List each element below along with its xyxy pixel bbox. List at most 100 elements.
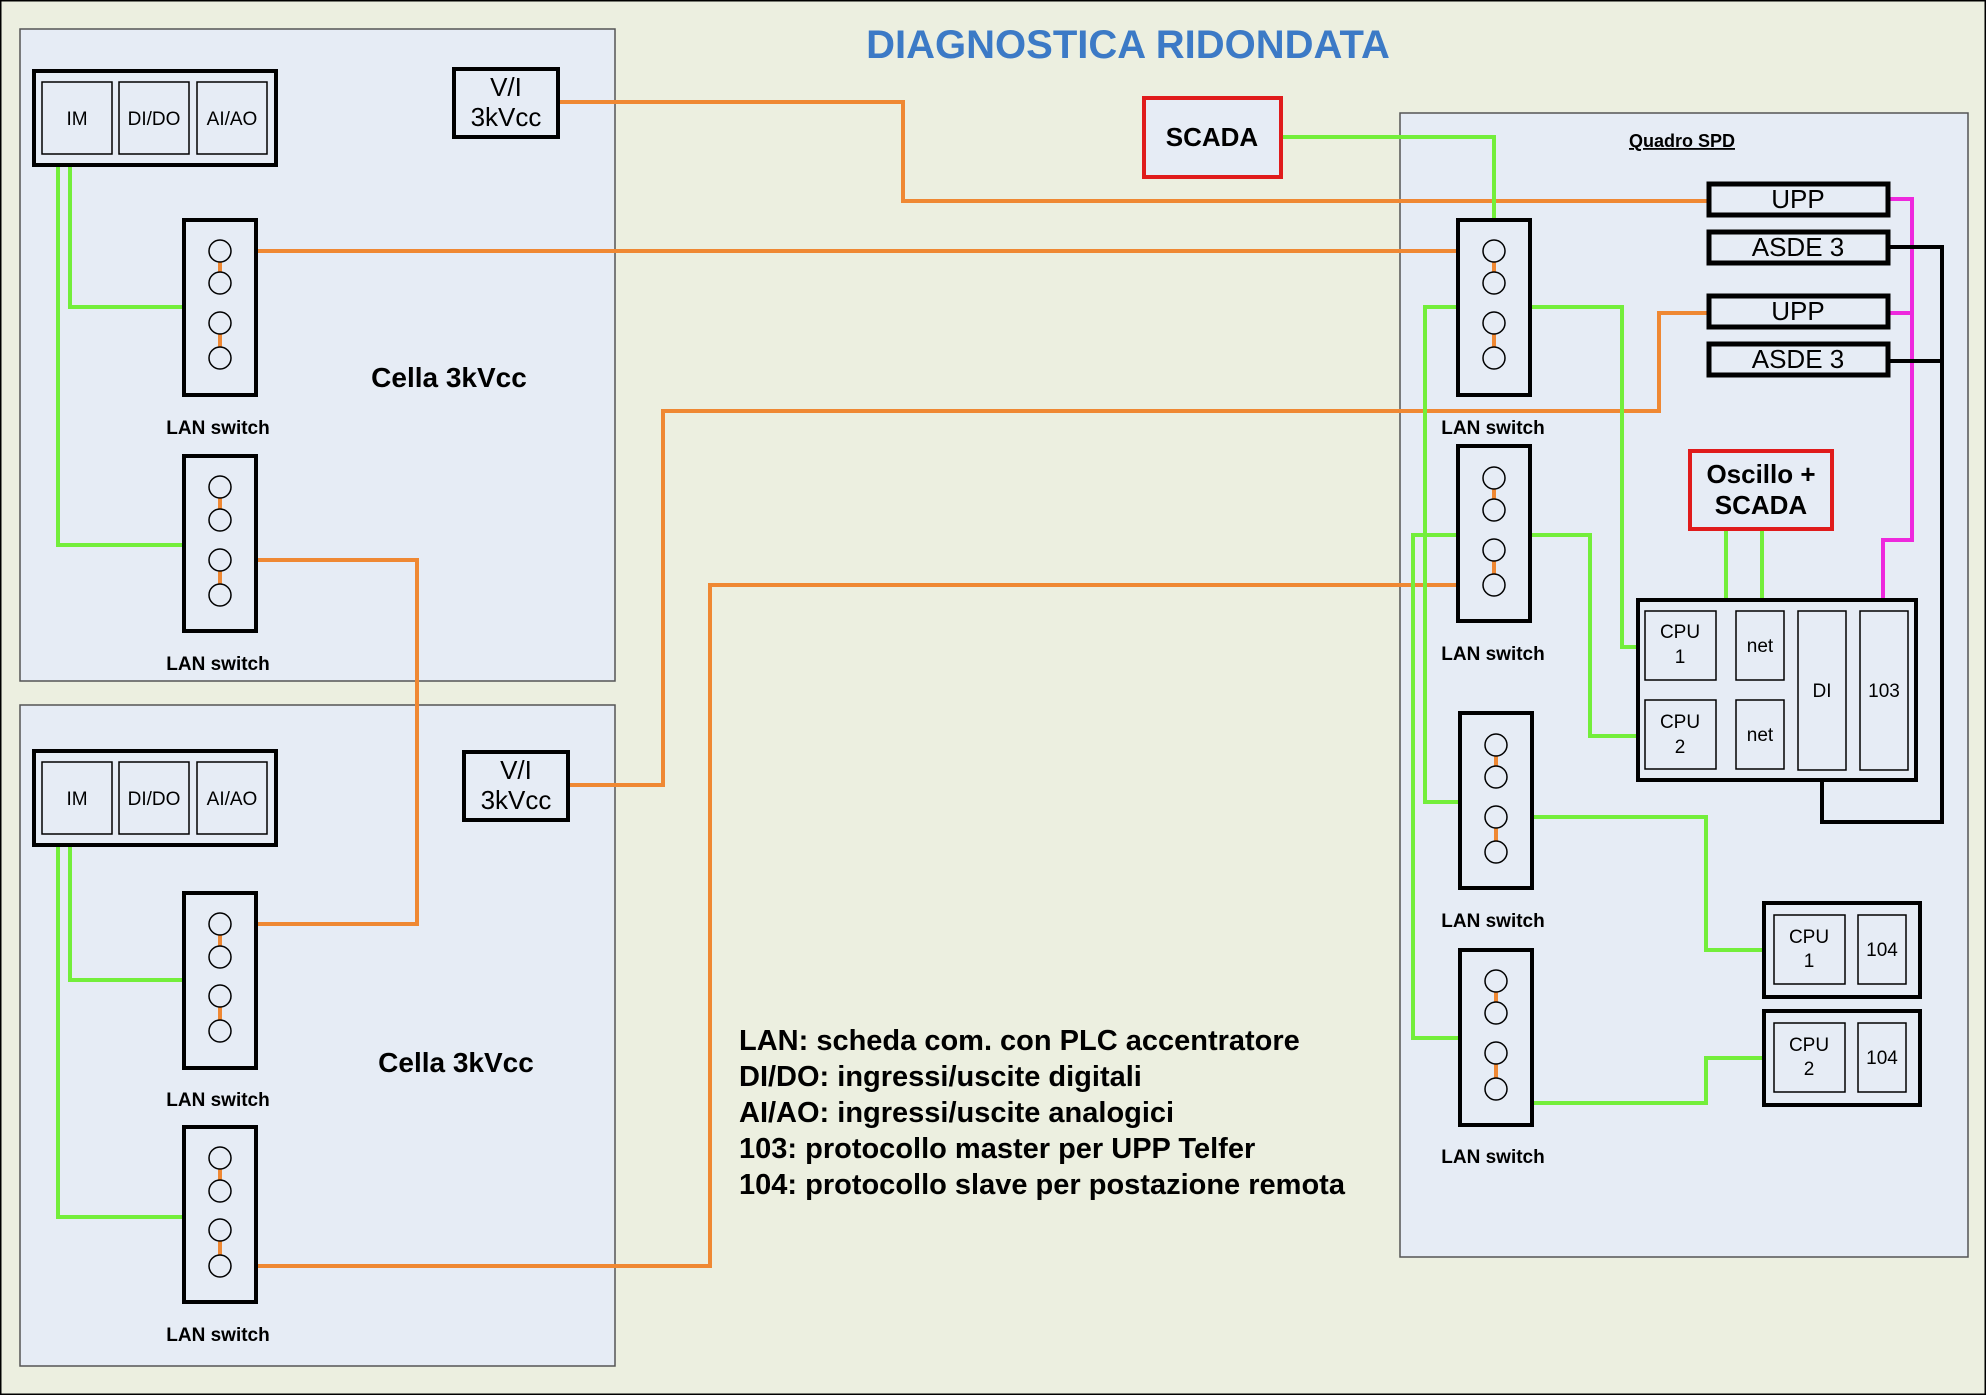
controller-rack: CPU 1 CPU 2 net net DI 103	[1636, 598, 1918, 782]
upp-2-label: UPP	[1771, 296, 1824, 326]
cpu2-module	[1644, 699, 1717, 770]
asde-box-1: ASDE 3	[1706, 229, 1891, 266]
remote-rack-1: CPU 1 104	[1762, 901, 1922, 999]
vi-box-top-line1: V/I	[490, 72, 522, 102]
legend-line-1: LAN: scheda com. con PLC accentratore	[739, 1025, 1300, 1057]
oscillo-line1: Oscillo +	[1706, 459, 1815, 489]
scada-label: SCADA	[1166, 122, 1259, 152]
di-module	[1797, 610, 1847, 771]
legend-line-5: 104: protocollo slave per postazione rem…	[739, 1169, 1346, 1201]
vi-box-bottom-line1: V/I	[500, 755, 532, 785]
module-im-label: IM	[66, 789, 87, 810]
legend: LAN: scheda com. con PLC accentratore DI…	[739, 1025, 1346, 1201]
wire-switch-top2-to-bottom1	[232, 558, 419, 926]
wire-switch4-to-cpu2b	[1532, 1056, 1772, 1105]
cpu1-line2: 1	[1675, 647, 1686, 668]
wire-im-bottom-a	[68, 836, 184, 982]
module-dido	[118, 761, 190, 835]
lan-switch-bottom-1	[182, 891, 258, 1070]
module-dido-label: DI/DO	[128, 789, 181, 810]
lan-switch-bottom-1-label: LAN switch	[166, 1090, 269, 1111]
legend-line-4: 103: protocollo master per UPP Telfer	[739, 1133, 1255, 1165]
upp-box-2: UPP	[1706, 293, 1891, 330]
module-rack-bottom: IM DI/DO AI/AO	[32, 749, 278, 847]
green-wires	[56, 135, 1772, 1219]
oscillo-scada-box: Oscillo + SCADA	[1688, 449, 1834, 531]
remote2-cpu-line2: 2	[1804, 1059, 1815, 1080]
magenta-wires	[1881, 197, 1914, 612]
black-wires	[1820, 245, 1944, 824]
module-im	[41, 761, 113, 835]
asde-box-2: ASDE 3	[1706, 341, 1891, 378]
quadro-label: Quadro SPD	[1629, 131, 1735, 151]
module-aiao-label: AI/AO	[207, 789, 258, 810]
module-aiao	[196, 761, 268, 835]
wire-switch3-to-cpu1b	[1532, 815, 1772, 952]
cell-bottom-label: Cella 3kVcc	[378, 1047, 534, 1078]
wire-upp1-to-103	[1881, 197, 1914, 612]
orange-wires	[232, 100, 1711, 1268]
remote1-cpu-line1: CPU	[1789, 927, 1829, 948]
remote2-104-label: 104	[1866, 1048, 1898, 1069]
wire-ring-b	[1411, 533, 1466, 1040]
module-aiao	[196, 81, 268, 155]
net2-module	[1735, 699, 1785, 770]
module-aiao-label: AI/AO	[207, 109, 258, 130]
cpu1-line1: CPU	[1660, 622, 1700, 643]
wire-vi-top-to-upp1	[557, 100, 1711, 203]
wire-vi-bottom-to-upp2	[567, 311, 1711, 787]
module-dido-label: DI/DO	[128, 109, 181, 130]
wire-scada-to-switch	[1281, 135, 1496, 222]
module-rack-top: IM DI/DO AI/AO	[32, 69, 278, 167]
wire-im-top-a	[68, 155, 184, 309]
lan-switch-bottom-2	[182, 1125, 258, 1304]
lan-switch-quadro-1-label: LAN switch	[1441, 418, 1544, 439]
di-label: DI	[1813, 681, 1832, 702]
vi-box-top: V/I 3kVcc	[452, 67, 560, 139]
module-im-label: IM	[66, 109, 87, 130]
remote1-104-label: 104	[1866, 940, 1898, 961]
wire-im-top-b	[56, 155, 184, 547]
cpu2-line2: 2	[1675, 737, 1686, 758]
legend-line-2: DI/DO: ingressi/uscite digitali	[739, 1061, 1142, 1093]
scada-box: SCADA	[1142, 96, 1283, 179]
net2-label: net	[1747, 725, 1774, 746]
lan-switch-quadro-1	[1456, 218, 1532, 397]
lan-switch-top-1-label: LAN switch	[166, 418, 269, 439]
lan-switch-quadro-2	[1456, 444, 1532, 623]
lan-switch-quadro-2-label: LAN switch	[1441, 644, 1544, 665]
cell-top-label: Cella 3kVcc	[371, 362, 527, 393]
wire-switch2-to-cpu2	[1532, 533, 1646, 738]
oscillo-line2: SCADA	[1715, 490, 1808, 520]
upp-box-1: UPP	[1706, 181, 1891, 218]
cpu2-line1: CPU	[1660, 712, 1700, 733]
wire-switch1-to-cpu1	[1532, 305, 1646, 649]
wire-im-bottom-b	[56, 836, 184, 1219]
vi-box-top-line2: 3kVcc	[471, 102, 542, 132]
cpu1-module	[1644, 610, 1717, 681]
module-im	[41, 81, 113, 155]
lan-switch-bottom-2-label: LAN switch	[166, 1325, 269, 1346]
remote1-cpu-line2: 1	[1804, 951, 1815, 972]
legend-line-3: AI/AO: ingressi/uscite analogici	[739, 1097, 1174, 1129]
asde-2-label: ASDE 3	[1752, 344, 1845, 374]
wire-ring-a	[1423, 305, 1484, 804]
lan-switch-top-2	[182, 454, 258, 633]
wire-switch-bottom2-to-quadro	[232, 583, 1480, 1268]
lan-switch-quadro-4	[1458, 948, 1534, 1127]
asde-1-label: ASDE 3	[1752, 232, 1845, 262]
remote-rack-2: CPU 2 104	[1762, 1009, 1922, 1107]
wire-asde1-to-di	[1820, 245, 1944, 824]
net1-module	[1735, 610, 1785, 681]
p103-label: 103	[1868, 681, 1900, 702]
net1-label: net	[1747, 636, 1774, 657]
upp-1-label: UPP	[1771, 184, 1824, 214]
diagram-title: DIAGNOSTICA RIDONDATA	[866, 23, 1390, 67]
lan-switch-quadro-3	[1458, 711, 1534, 890]
lan-switch-top-2-label: LAN switch	[166, 654, 269, 675]
lan-switch-quadro-3-label: LAN switch	[1441, 911, 1544, 932]
remote2-cpu-line1: CPU	[1789, 1035, 1829, 1056]
lan-switch-quadro-4-label: LAN switch	[1441, 1147, 1544, 1168]
